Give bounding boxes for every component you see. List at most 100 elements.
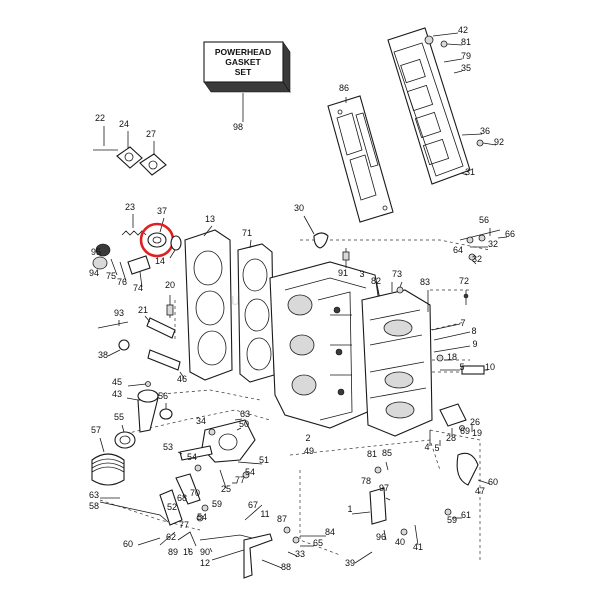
part-label-22: 22 <box>95 113 105 123</box>
part-label-78: 78 <box>361 476 371 486</box>
part-label-30: 30 <box>294 203 304 213</box>
part-label-59: 59 <box>212 499 222 509</box>
part-label-53: 53 <box>163 442 173 452</box>
part-37-valve <box>147 217 167 248</box>
part-label-8: 8 <box>471 326 476 336</box>
part-label-86: 86 <box>339 83 349 93</box>
part-label-90: 90 <box>200 547 210 557</box>
manifold-plate-13 <box>184 225 233 381</box>
gasket-set-box: POWERHEAD GASKET SET <box>203 41 291 122</box>
part-label-50: 50 <box>239 419 249 429</box>
part-label-66: 66 <box>505 229 515 239</box>
part-label-5: 5 <box>434 443 439 453</box>
part-label-81: 81 <box>367 449 377 459</box>
right-lower-parts <box>351 461 419 564</box>
right-link-parts <box>429 403 491 519</box>
part-label-33: 33 <box>295 549 305 559</box>
part-label-3: 3 <box>359 269 364 279</box>
part-label-7: 7 <box>460 318 465 328</box>
part-label-76: 76 <box>117 277 127 287</box>
right-bolts <box>431 323 488 375</box>
part-label-85: 85 <box>382 448 392 458</box>
connecting-rod-43 <box>126 381 159 433</box>
gasket-86 <box>327 95 394 223</box>
part-label-58: 58 <box>89 501 99 511</box>
part-label-59: 59 <box>447 515 457 525</box>
exhaust-cover-31 <box>387 27 497 185</box>
part-label-40: 40 <box>395 537 405 547</box>
part-label-47: 47 <box>475 486 485 496</box>
part-label-73: 73 <box>392 269 402 279</box>
gasket-71 <box>237 239 275 383</box>
part-label-9: 9 <box>472 339 477 349</box>
part-label-89: 89 <box>168 547 178 557</box>
gasket-box-line3: SET <box>235 67 252 77</box>
part-label-69: 69 <box>460 426 470 436</box>
part-label-39: 39 <box>345 558 355 568</box>
part-label-62: 62 <box>166 532 176 542</box>
part-label-64: 64 <box>453 245 463 255</box>
part-label-63: 63 <box>240 409 250 419</box>
part-label-49: 49 <box>304 446 314 456</box>
crankcase-half <box>361 281 433 437</box>
part-label-67: 67 <box>248 500 258 510</box>
part-label-70: 70 <box>190 488 200 498</box>
part-label-11: 11 <box>260 509 269 519</box>
part-label-4: 4 <box>424 442 429 452</box>
part-label-42: 42 <box>458 25 468 35</box>
part-label-20: 20 <box>165 280 175 290</box>
part-label-65: 65 <box>313 538 323 548</box>
part-label-77: 77 <box>179 520 189 530</box>
part-label-96: 96 <box>376 532 386 542</box>
part-label-57: 57 <box>91 425 101 435</box>
part-label-98: 98 <box>233 122 243 132</box>
part-label-92: 92 <box>494 137 504 147</box>
part-label-36: 36 <box>480 126 490 136</box>
part-label-83: 83 <box>420 277 430 287</box>
bracket-30 <box>303 215 350 268</box>
part-label-26: 26 <box>470 417 480 427</box>
part-label-45: 45 <box>112 377 122 387</box>
part-label-34: 34 <box>196 416 206 426</box>
part-label-14: 14 <box>155 256 165 266</box>
part-label-43: 43 <box>112 389 122 399</box>
part-label-25: 25 <box>221 484 231 494</box>
part-label-54: 54 <box>197 512 207 522</box>
part-label-10: 10 <box>485 362 495 372</box>
part-label-60: 60 <box>488 477 498 487</box>
part-label-82: 82 <box>371 276 381 286</box>
part-label-52: 52 <box>167 502 177 512</box>
lower-center-parts <box>243 526 326 579</box>
part-label-5: 5 <box>459 362 464 372</box>
gasket-box-line1: POWERHEAD <box>215 47 271 57</box>
part-label-13: 13 <box>205 214 215 224</box>
part-label-54: 54 <box>245 467 255 477</box>
part-label-24: 24 <box>119 119 129 129</box>
fitting-parts-left <box>92 243 151 288</box>
part-label-79: 79 <box>461 51 471 61</box>
part-label-56: 56 <box>158 391 168 401</box>
part-label-28: 28 <box>446 433 456 443</box>
part-label-84: 84 <box>325 527 335 537</box>
part-label-61: 61 <box>461 510 471 520</box>
part-label-31: 31 <box>465 167 475 177</box>
part-label-51: 51 <box>259 455 269 465</box>
parts-73-83 <box>396 281 429 312</box>
part-label-18: 18 <box>447 352 457 362</box>
part-label-72: 72 <box>459 276 469 286</box>
part-label-35: 35 <box>461 63 471 73</box>
bearing-55 <box>114 403 173 449</box>
part-label-2: 2 <box>305 433 310 443</box>
part-label-41: 41 <box>413 542 423 552</box>
part-label-63: 63 <box>89 490 99 500</box>
part-label-55: 55 <box>114 412 124 422</box>
part-label-56: 56 <box>479 215 489 225</box>
part-label-46: 46 <box>177 374 187 384</box>
part-label-21: 21 <box>138 305 148 315</box>
part-label-19: 19 <box>472 428 482 438</box>
lower-linkage <box>99 473 263 561</box>
part-label-75: 75 <box>106 271 116 281</box>
part-label-88: 88 <box>281 562 291 572</box>
part-label-23: 23 <box>125 202 135 212</box>
